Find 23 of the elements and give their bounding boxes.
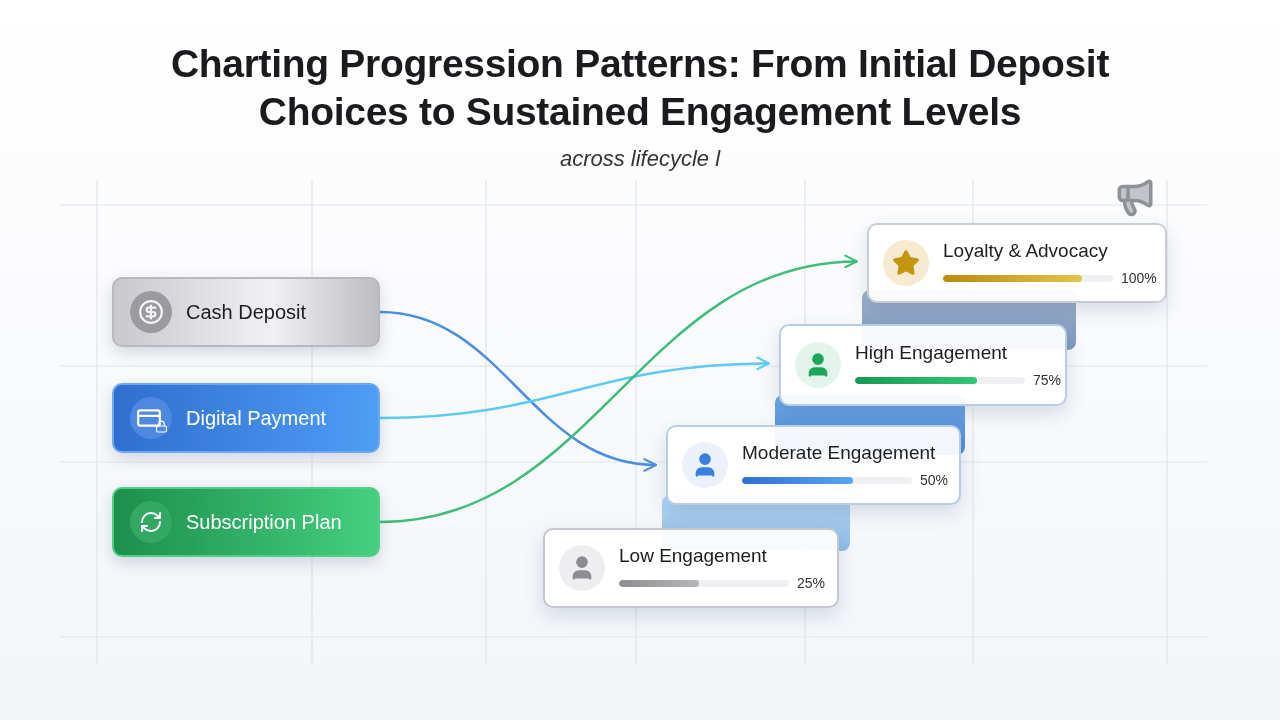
percent-label: 50% [920, 472, 949, 488]
arrow [379, 255, 859, 524]
level-title: Low Engagement [619, 545, 768, 567]
source-box [112, 487, 380, 557]
percent-label: 75% [1033, 372, 1062, 388]
percent-label: 25% [797, 575, 826, 591]
level-card [666, 425, 961, 505]
title: Charting Progression Patterns: From Initial Deposit Choices to Sustained Engagement Levels [169, 41, 1111, 135]
arrow [379, 310, 658, 471]
source-label: Subscription Plan [186, 510, 342, 534]
level-card [543, 528, 839, 608]
source-box [112, 277, 380, 347]
level-title: Moderate Engagement [742, 442, 937, 464]
source-label: Cash Deposit [186, 300, 307, 324]
level-card [779, 324, 1067, 406]
source-label: Digital Payment [186, 406, 327, 430]
level-title: High Engagement [855, 342, 1009, 364]
level-card [867, 223, 1167, 303]
level-title: Loyalty & Advocacy [943, 240, 1109, 262]
subtitle: across lifecycle l [558, 146, 722, 172]
arrow [379, 356, 771, 420]
percent-label: 100% [1121, 270, 1157, 286]
source-box [112, 383, 380, 453]
